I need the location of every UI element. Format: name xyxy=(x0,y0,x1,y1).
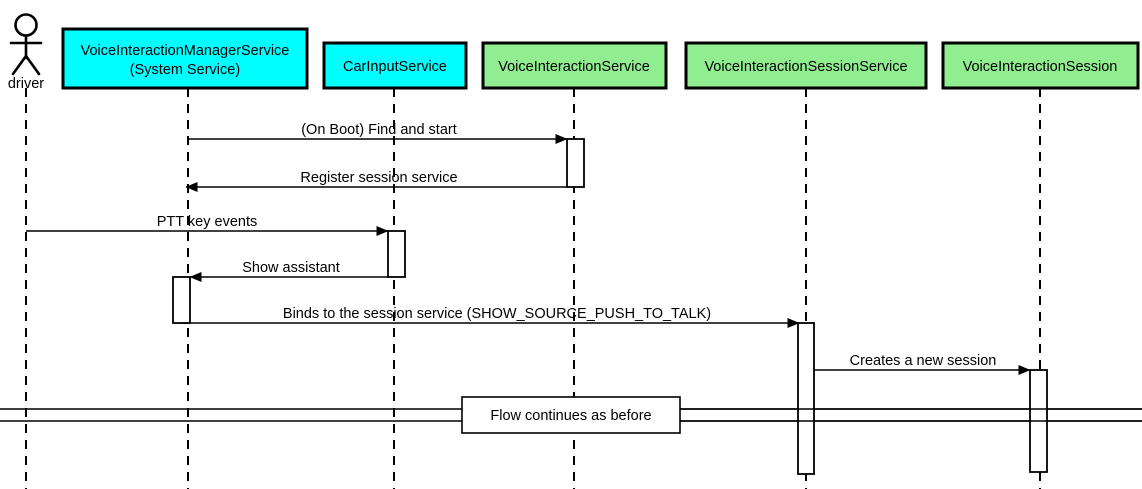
actor-leg-left-icon xyxy=(11,54,28,76)
message-creates-a-new-session-label: Creates a new session xyxy=(850,353,997,369)
divider-label-text: Flow continues as before xyxy=(490,408,651,424)
divider-label-box xyxy=(461,396,681,434)
participant-carinput-label: CarInputService xyxy=(343,59,447,75)
participant-vsession-label: VoiceInteractionSession xyxy=(963,59,1118,75)
message-ptt-key-events[interactable]: PTT key events xyxy=(26,214,389,236)
participant-vis[interactable]: VoiceInteractionService xyxy=(481,41,668,90)
actor-driver: driver xyxy=(8,13,44,92)
participant-vims-label-line2: (System Service) xyxy=(130,62,240,78)
participant-carinput-box[interactable] xyxy=(322,41,468,90)
message-show-assistant-label: Show assistant xyxy=(242,260,340,276)
participant-vis-box[interactable] xyxy=(481,41,668,90)
divider-flow-continues: Flow continues as before xyxy=(0,396,1142,434)
message-ptt-key-events-label: PTT key events xyxy=(157,214,257,230)
message-register-session-service[interactable]: Register session service xyxy=(185,170,567,192)
participant-carinput[interactable]: CarInputService xyxy=(322,41,468,90)
message-binds-to-session-service-label: Binds to the session service (SHOW_SOURC… xyxy=(283,306,711,322)
activation-vsessionservice[interactable] xyxy=(797,322,815,475)
participant-vsessionservice[interactable]: VoiceInteractionSessionService xyxy=(684,41,928,90)
participant-vsession[interactable]: VoiceInteractionSession xyxy=(941,41,1140,90)
participant-vis-label: VoiceInteractionService xyxy=(498,59,650,75)
participant-vims-box[interactable] xyxy=(61,27,309,90)
message-register-session-service-label: Register session service xyxy=(300,170,457,186)
participant-vims-label-line1: VoiceInteractionManagerService xyxy=(81,43,290,59)
message-on-boot-find-and-start[interactable]: (On Boot) Find and start xyxy=(188,122,568,144)
activation-vis[interactable] xyxy=(566,138,585,188)
actor-leg-right-icon xyxy=(24,54,41,76)
divider-overlay-group xyxy=(680,408,1142,422)
participant-vsessionservice-box[interactable] xyxy=(684,41,928,90)
message-creates-a-new-session[interactable]: Creates a new session xyxy=(812,353,1031,375)
message-show-assistant[interactable]: Show assistant xyxy=(189,260,388,282)
activation-carinput[interactable] xyxy=(387,230,406,278)
participant-vims[interactable]: VoiceInteractionManagerService (System S… xyxy=(61,27,309,90)
activation-vims[interactable] xyxy=(172,276,191,324)
participant-vsession-box[interactable] xyxy=(941,41,1140,90)
message-on-boot-find-and-start-label: (On Boot) Find and start xyxy=(301,122,457,138)
message-binds-to-session-service[interactable]: Binds to the session service (SHOW_SOURC… xyxy=(180,306,800,328)
participant-vsessionservice-label: VoiceInteractionSessionService xyxy=(704,59,907,75)
actor-driver-label: driver xyxy=(8,76,44,92)
actor-head-icon xyxy=(14,13,38,37)
